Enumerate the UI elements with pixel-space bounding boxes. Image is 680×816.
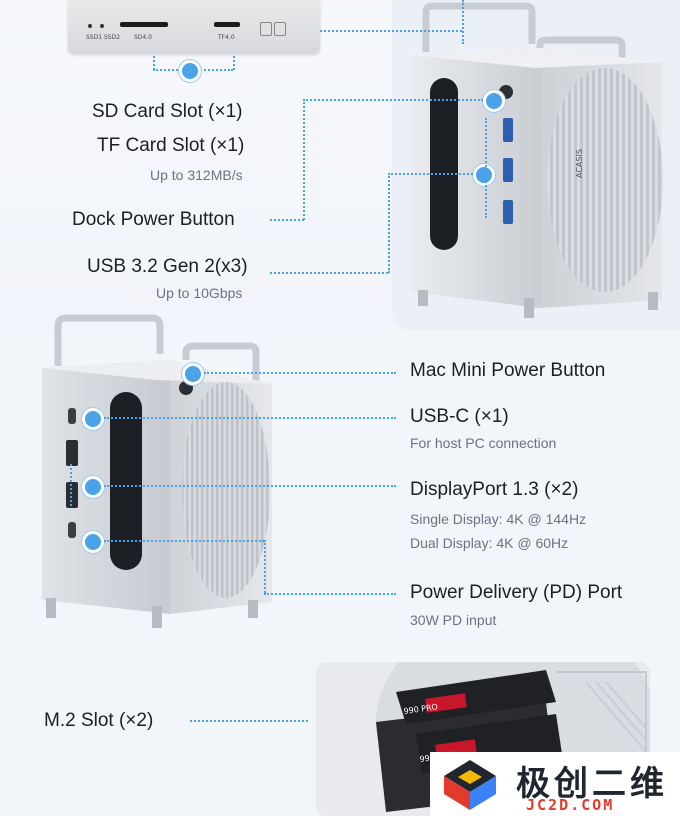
connector-line — [204, 372, 396, 374]
callout-dot-displayport — [82, 476, 104, 498]
callout-dot-dock-power — [483, 90, 505, 112]
connector-line — [485, 118, 487, 218]
pd-note: 30W PD input — [410, 612, 497, 628]
watermark-chinese: 极创二维 — [516, 764, 668, 804]
connector-line — [303, 99, 483, 101]
connector-line — [270, 272, 388, 274]
connector-line — [233, 56, 235, 70]
usb-speed-note: Up to 10Gbps — [156, 285, 243, 301]
sd-card-label: SD Card Slot (×1) — [92, 101, 243, 122]
usb-label: USB 3.2 Gen 2(x3) — [87, 256, 248, 277]
connector-line — [462, 0, 464, 44]
usbc-note: For host PC connection — [410, 435, 557, 451]
connector-line — [264, 540, 266, 593]
connector-line — [153, 56, 155, 70]
sd-card-slot — [120, 22, 168, 27]
dock-power-label: Dock Power Button — [72, 209, 235, 230]
callout-dot-card-slots — [179, 60, 201, 82]
connector-line — [270, 219, 304, 221]
m2-slot-label: M.2 Slot (×2) — [44, 710, 154, 731]
connector-line — [104, 540, 264, 542]
svg-text:ACASIS: ACASIS — [575, 149, 584, 178]
tf-slot-label: TF4.0 — [218, 34, 235, 41]
dock-device-bottom — [42, 314, 272, 628]
connector-line — [264, 593, 396, 595]
tf-card-slot — [214, 22, 240, 27]
connector-line — [303, 99, 305, 220]
callout-dot-usb — [473, 164, 495, 186]
unlock-icon — [274, 22, 286, 36]
mac-power-label: Mac Mini Power Button — [410, 360, 606, 381]
usbc-label: USB-C (×1) — [410, 406, 509, 427]
dp-single-note: Single Display: 4K @ 144Hz — [410, 511, 587, 527]
callout-dot-pd — [82, 531, 104, 553]
connector-line — [388, 173, 390, 273]
sd-slot-label: SD4.0 — [134, 34, 152, 41]
dock-device-top: ACASIS — [412, 2, 663, 318]
led-indicator-2 — [100, 24, 104, 28]
watermark: 极创二维 JC2D.COM — [430, 752, 680, 816]
connector-line — [104, 417, 396, 419]
callout-dot-usbc — [82, 408, 104, 430]
cube-logo-icon — [444, 760, 496, 810]
tf-card-label: TF Card Slot (×1) — [97, 135, 245, 156]
displayport-label: DisplayPort 1.3 (×2) — [410, 479, 579, 500]
connector-line — [320, 30, 462, 32]
led-indicator-1 — [88, 24, 92, 28]
watermark-url: JC2D.COM — [526, 796, 615, 814]
callout-dot-mac-power — [182, 363, 204, 385]
front-panel-strip: SSD1 SSD2 SD4.0 TF4.0 — [68, 0, 320, 54]
connector-line — [388, 173, 473, 175]
connector-line — [190, 720, 308, 722]
lock-icon — [260, 22, 272, 36]
connector-line — [104, 485, 396, 487]
dp-dual-note: Dual Display: 4K @ 60Hz — [410, 535, 569, 551]
pd-port-label: Power Delivery (PD) Port — [410, 582, 623, 603]
card-speed-note: Up to 312MB/s — [150, 167, 243, 183]
ssd-indicator-label: SSD1 SSD2 — [86, 34, 121, 41]
connector-line — [70, 464, 72, 506]
